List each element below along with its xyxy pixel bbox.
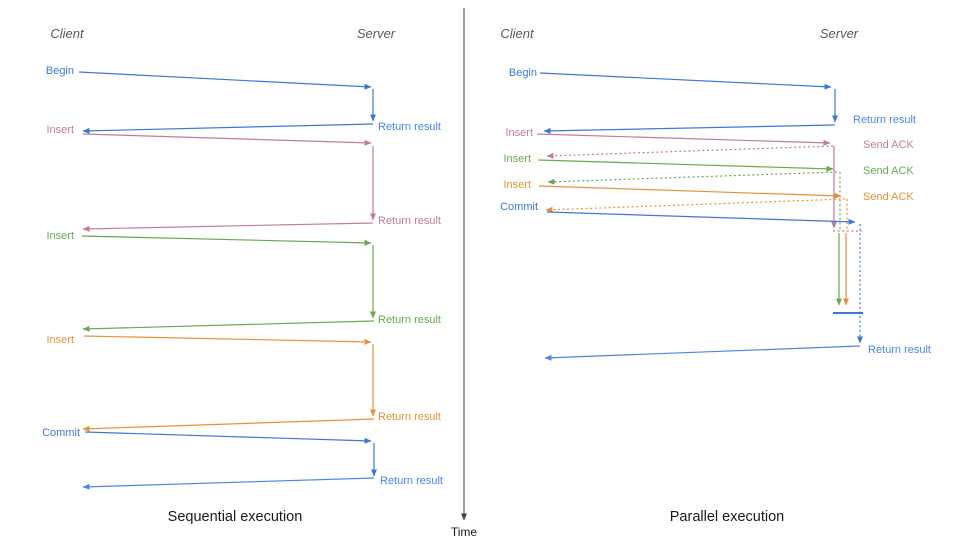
ack-arrow bbox=[545, 198, 846, 213]
ack-label: Send ACK bbox=[863, 165, 914, 177]
final-response-arrow bbox=[544, 345, 861, 361]
sequential-caption: Sequential execution bbox=[168, 509, 303, 525]
request-arrow bbox=[84, 431, 372, 444]
time-axis-label: Time bbox=[451, 525, 478, 539]
sequential-row-insert-3: Insert Return result bbox=[46, 334, 441, 432]
request-arrow bbox=[539, 72, 832, 90]
op-label: Insert bbox=[46, 124, 74, 136]
request-arrow bbox=[538, 185, 842, 199]
op-label: Insert bbox=[505, 127, 533, 139]
response-arrow bbox=[82, 418, 375, 432]
request-arrow bbox=[78, 71, 372, 90]
sequential-row-commit: Commit Return result bbox=[42, 427, 443, 490]
parallel-row-insert-2: Insert Send ACK bbox=[503, 153, 914, 306]
sequential-row-insert-1: Insert Return result bbox=[46, 124, 441, 232]
sequential-row-begin: Begin Return result bbox=[46, 65, 441, 134]
parallel-server-header: Server bbox=[820, 26, 859, 41]
request-arrow bbox=[81, 235, 372, 246]
time-axis: Time bbox=[451, 8, 478, 539]
op-label: Commit bbox=[42, 427, 80, 439]
parallel-row-begin: Begin Return result bbox=[509, 67, 916, 134]
result-label: Return result bbox=[853, 114, 916, 126]
op-label: Commit bbox=[500, 201, 538, 213]
request-arrow bbox=[536, 133, 831, 146]
response-arrow bbox=[82, 477, 375, 490]
result-label: Return result bbox=[378, 121, 441, 133]
request-arrow bbox=[82, 133, 372, 146]
op-label: Insert bbox=[46, 334, 74, 346]
parallel-row-insert-1: Insert Send ACK bbox=[505, 127, 914, 229]
parallel-client-header: Client bbox=[500, 26, 535, 41]
final-result-label: Return result bbox=[868, 344, 931, 356]
result-label: Return result bbox=[378, 411, 441, 423]
request-arrow bbox=[546, 211, 856, 225]
sequential-diagram: Client Server Begin Return result Insert… bbox=[42, 26, 443, 525]
ack-arrow bbox=[547, 171, 838, 185]
op-label: Insert bbox=[503, 179, 531, 191]
op-label: Insert bbox=[46, 230, 74, 242]
ack-label: Send ACK bbox=[863, 191, 914, 203]
parallel-diagram: Client Server Begin Return result Insert… bbox=[500, 26, 931, 525]
response-arrow bbox=[82, 320, 375, 332]
response-arrow bbox=[543, 124, 836, 134]
parallel-caption: Parallel execution bbox=[670, 509, 784, 525]
sequential-client-header: Client bbox=[50, 26, 85, 41]
op-label: Begin bbox=[509, 67, 537, 79]
request-arrow bbox=[537, 159, 834, 172]
ack-label: Send ACK bbox=[863, 139, 914, 151]
parallel-row-commit: Commit Return result bbox=[500, 201, 931, 361]
sequential-server-header: Server bbox=[357, 26, 396, 41]
parallel-row-insert-3: Insert Send ACK bbox=[503, 179, 914, 306]
response-arrow bbox=[82, 222, 374, 232]
result-label: Return result bbox=[378, 215, 441, 227]
result-label: Return result bbox=[378, 314, 441, 326]
ack-arrow bbox=[546, 145, 834, 159]
result-label: Return result bbox=[380, 475, 443, 487]
sequential-row-insert-2: Insert Return result bbox=[46, 230, 441, 332]
op-label: Begin bbox=[46, 65, 74, 77]
request-arrow bbox=[83, 335, 372, 345]
response-arrow bbox=[82, 123, 374, 134]
op-label: Insert bbox=[503, 153, 531, 165]
